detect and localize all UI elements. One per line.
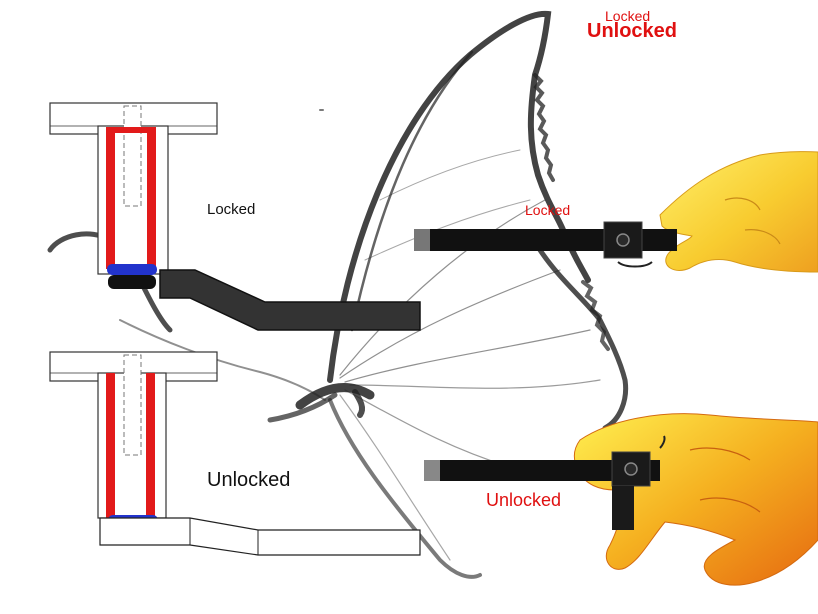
device-knob — [616, 233, 630, 247]
label-hand-locked: Locked — [525, 202, 571, 218]
latch — [107, 264, 157, 275]
lever-outline — [99, 517, 421, 556]
label-top-right-large: Unlocked — [587, 20, 678, 42]
hand-locked-illustration — [414, 151, 818, 273]
label-hand-unlocked: Unlocked — [486, 490, 562, 510]
mechanism-locked — [49, 102, 421, 331]
lever-arm — [159, 269, 421, 331]
label-top-right-small: Locked — [605, 8, 651, 24]
spring-bars — [106, 373, 155, 518]
shaft — [123, 105, 142, 207]
mechanism-unlocked — [49, 351, 421, 556]
device-bar — [424, 460, 660, 481]
shaft — [123, 354, 142, 456]
lever-pivot — [108, 275, 156, 289]
hand-unlocked-illustration — [424, 413, 818, 586]
spring-bars — [106, 127, 156, 269]
label-mechanism-unlocked: Unlocked — [207, 469, 291, 491]
device-knob — [624, 462, 638, 476]
device-stem — [612, 486, 634, 530]
label-mechanism-locked: Locked — [207, 201, 256, 218]
